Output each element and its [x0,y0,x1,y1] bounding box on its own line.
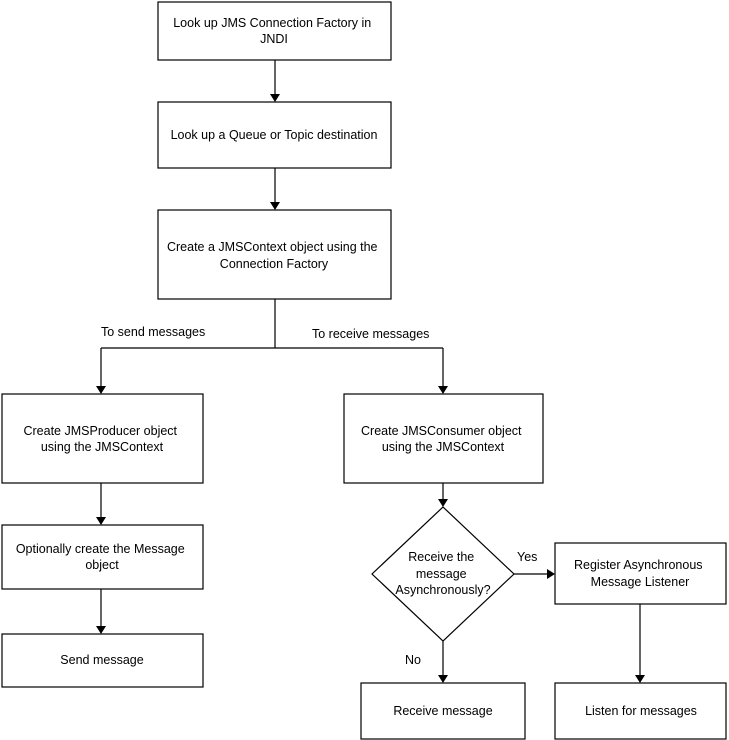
create-message-text: Optionally create the Message object [16,542,188,572]
create-message-box [1,524,204,590]
send-message-box [1,633,204,688]
receive-message-box [360,682,526,740]
create-context-text: Create a JMSContext object using the Con… [167,240,381,271]
listen-messages-text: Listen for messages [585,704,697,718]
register-listener-text: Register Asynchronous Message Listener [574,558,706,589]
create-producer-text: Create JMSProducer object using the JMSC… [23,424,180,454]
lookup-destination-box [157,101,392,169]
arrowhead-to-context [270,202,280,210]
lookup-destination-line-1: Look up a Queue or Topic destination [171,128,378,142]
register-listener-line-1: Register Asynchronous [574,558,703,572]
arrowhead-to-receive [438,675,448,683]
create-message-line-2: object [85,558,119,572]
create-consumer-line-2: using the JMSContext [382,440,505,454]
arrowhead-to-message [96,517,106,525]
send-message-line-1: Send message [60,653,143,667]
lookup-factory-line-1: Look up JMS Connection Factory in [173,16,371,30]
decision-async-line-3: Asynchronously? [395,583,490,597]
arrowhead-to-producer [96,386,106,394]
arrowhead-to-destination [270,94,280,102]
lookup-destination-text: Look up a Queue or Topic destination [171,128,378,142]
listen-messages-box [554,682,727,740]
decision-async-text: Receive the message Asynchronously? [395,550,490,597]
decision-async-line-2: message [416,567,467,581]
create-context-line-2: Connection Factory [220,257,329,271]
create-context-box [157,209,392,300]
send-message-text: Send message [60,653,143,667]
create-producer-line-1: Create JMSProducer object [23,424,177,438]
register-listener-box [554,542,727,605]
lookup-factory-text: Look up JMS Connection Factory in JNDI [173,16,375,46]
create-producer-line-2: using the JMSContext [41,440,164,454]
edge-label-to-send: To send messages [101,325,205,339]
arrowhead-to-send [96,626,106,634]
register-listener-line-2: Message Listener [591,575,690,589]
edge-label-no: No [405,653,421,667]
create-message-line-1: Optionally create the Message [16,542,185,556]
create-context-line-1: Create a JMSContext object using the [167,240,378,254]
arrowhead-to-consumer [438,386,448,394]
create-consumer-text: Create JMSConsumer object using the JMSC… [361,424,525,454]
listen-messages-line-1: Listen for messages [585,704,697,718]
lookup-factory-box [157,1,392,61]
create-producer-box [1,393,204,484]
edge-label-yes: Yes [517,550,537,564]
receive-message-text: Receive message [393,704,492,718]
arrowhead-to-listen [635,675,645,683]
arrowhead-to-listener [547,569,555,579]
create-consumer-line-1: Create JMSConsumer object [361,424,522,438]
edge-label-to-receive: To receive messages [312,327,429,341]
lookup-factory-line-2: JNDI [260,32,288,46]
create-consumer-box [343,393,544,484]
arrowhead-to-decision [438,499,448,507]
receive-message-line-1: Receive message [393,704,492,718]
decision-async-line-1: Receive the [408,550,474,564]
